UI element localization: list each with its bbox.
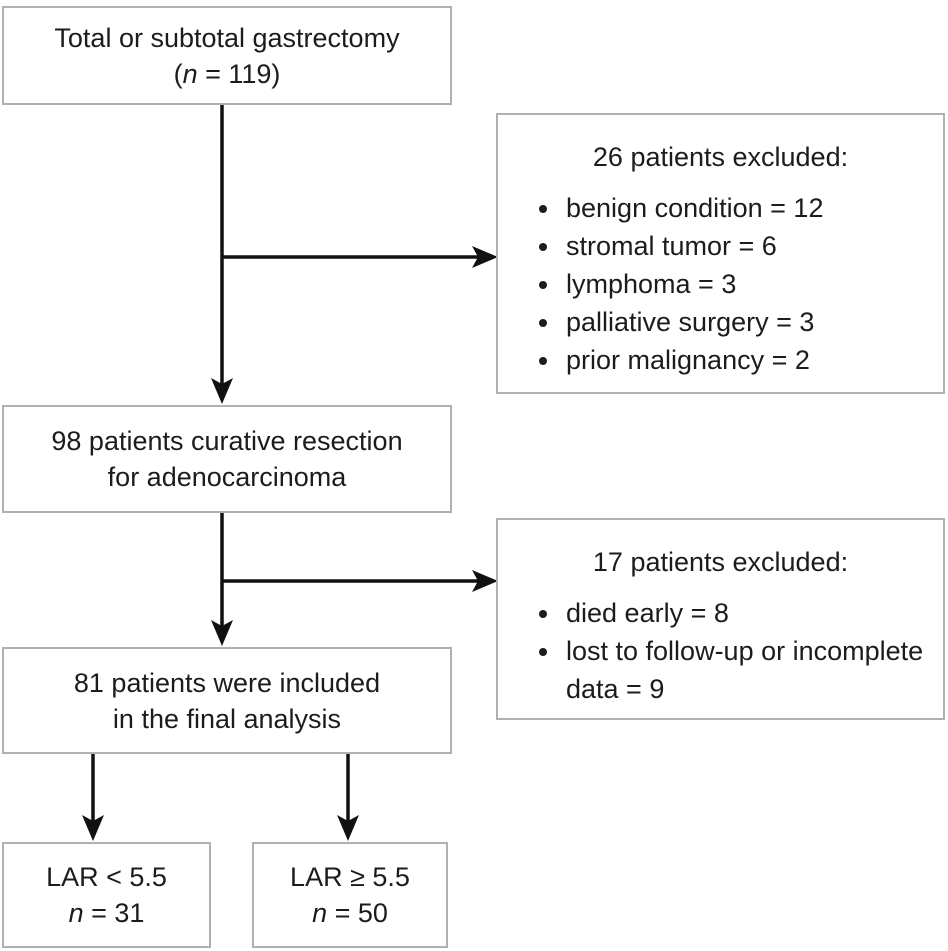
n-value: = 119) <box>197 58 281 89</box>
box-lar-above-line2: n = 50 <box>312 895 388 931</box>
exclusion-1-item-prior: prior malignancy = 2 <box>562 341 925 379</box>
arrowhead-total-to-curative <box>211 378 233 404</box>
n-symbol: n <box>68 898 84 928</box>
exclusion-1-item-palliative: palliative surgery = 3 <box>562 303 925 341</box>
box-total-line2: (n = 119) <box>174 56 281 92</box>
box-curative-resection: 98 patients curative resection for adeno… <box>2 405 452 513</box>
exclusion-2-item-died: died early = 8 <box>562 594 925 632</box>
n-symbol: n <box>182 58 198 89</box>
arrowhead-curative-to-final <box>211 620 233 646</box>
arrowhead-branch-exclusion-1 <box>472 246 498 268</box>
exclusion-1-item-stromal: stromal tumor = 6 <box>562 227 925 265</box>
n-symbol: n <box>312 898 328 928</box>
box-curative-line1: 98 patients curative resection <box>51 426 403 456</box>
exclusion-2-item-lost: lost to follow-up or incomplete data = 9 <box>562 632 925 708</box>
exclusion-1-list: benign condition = 12 stromal tumor = 6 … <box>516 189 925 379</box>
box-final-analysis: 81 patients were included in the final a… <box>2 647 452 754</box>
box-lar-below-line2: n = 31 <box>69 895 145 931</box>
box-lar-above: LAR ≥ 5.5 n = 50 <box>252 842 448 948</box>
box-curative-line2: for adenocarcinoma <box>107 462 347 492</box>
box-exclusion-17: 17 patients excluded: died early = 8 los… <box>496 518 945 720</box>
box-exclusion-26: 26 patients excluded: benign condition =… <box>496 113 945 394</box>
box-lar-above-line1: LAR ≥ 5.5 <box>290 862 410 892</box>
exclusion-1-item-benign: benign condition = 12 <box>562 189 925 227</box>
box-lar-below: LAR < 5.5 n = 31 <box>2 842 211 948</box>
exclusion-2-list: died early = 8 lost to follow-up or inco… <box>516 594 925 708</box>
box-final-line1: 81 patients were included <box>73 667 381 698</box>
paren-open: ( <box>173 58 183 89</box>
box-total-gastrectomy: Total or subtotal gastrectomy (n = 119) <box>2 6 452 105</box>
box-final-line2: in the final analysis <box>112 703 342 734</box>
box-lar-below-line1: LAR < 5.5 <box>46 862 167 892</box>
arrowhead-final-to-lar-high <box>337 815 359 841</box>
exclusion-1-item-lymphoma: lymphoma = 3 <box>562 265 925 303</box>
box-total-line1: Total or subtotal gastrectomy <box>54 22 400 53</box>
arrowhead-branch-exclusion-2 <box>472 570 498 592</box>
n-value: = 31 <box>83 898 145 928</box>
exclusion-2-title: 17 patients excluded: <box>592 547 849 577</box>
exclusion-1-title: 26 patients excluded: <box>592 142 849 172</box>
n-value: = 50 <box>327 898 388 928</box>
arrowhead-final-to-lar-low <box>82 815 104 841</box>
